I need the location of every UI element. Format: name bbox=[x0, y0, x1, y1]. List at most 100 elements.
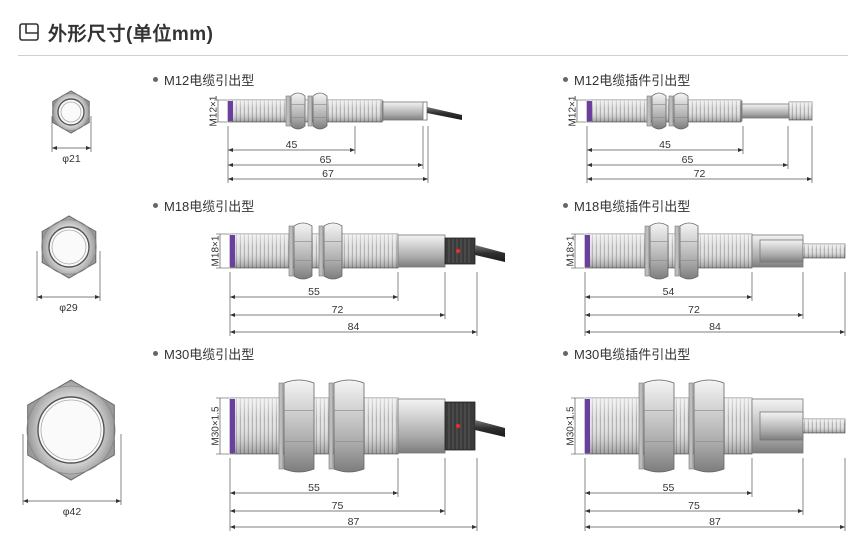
connector-thread-shade bbox=[803, 419, 845, 433]
metal-barrel bbox=[397, 398, 446, 454]
hex-nut-1 bbox=[333, 379, 365, 473]
washer-0 bbox=[278, 382, 284, 470]
length-label: 45 bbox=[659, 139, 671, 151]
length-label: 75 bbox=[688, 500, 700, 512]
hex-nut-0 bbox=[643, 379, 675, 473]
hex-nut-0 bbox=[283, 379, 315, 473]
arrow-left bbox=[230, 330, 235, 334]
arrow-right bbox=[747, 491, 752, 495]
arrow-left bbox=[230, 313, 235, 317]
nut-chamfer-circle bbox=[41, 219, 97, 275]
connector-thread-shade bbox=[789, 102, 812, 120]
section-label-m12-connector: M12电缆插件引出型 bbox=[563, 70, 690, 89]
section-label-m18-connector: M18电缆插件引出型 bbox=[563, 196, 690, 215]
arrow-right bbox=[393, 491, 398, 495]
hex-nut-1 bbox=[312, 92, 328, 130]
front-view-0: φ21 bbox=[51, 90, 92, 165]
arrow-right bbox=[95, 295, 100, 299]
thread-size-label: M12×1 bbox=[568, 95, 579, 126]
thread-shading bbox=[585, 234, 752, 268]
page-title: 外形尺寸(单位mm) bbox=[48, 23, 214, 45]
arrow-left bbox=[585, 491, 590, 495]
cable bbox=[475, 245, 505, 262]
cable-sleeve bbox=[382, 101, 428, 121]
cable bbox=[475, 420, 505, 437]
washer-0 bbox=[638, 382, 644, 470]
sensing-face bbox=[228, 101, 233, 121]
hex-nut-0 bbox=[649, 222, 669, 280]
length-label: 72 bbox=[694, 168, 706, 180]
length-label: 55 bbox=[308, 482, 320, 494]
arrow-left bbox=[585, 313, 590, 317]
arrow-left bbox=[230, 509, 235, 513]
arrow-right bbox=[798, 509, 803, 513]
section-label-m30-connector: M30电缆插件引出型 bbox=[563, 344, 690, 363]
thread-size-label: M30×1.5 bbox=[566, 406, 577, 446]
diameter-label: φ29 bbox=[59, 302, 78, 314]
arrow-left bbox=[228, 163, 233, 167]
front-view-1: φ29 bbox=[36, 215, 101, 314]
sensing-face bbox=[585, 399, 590, 453]
hex-nut-1 bbox=[679, 222, 699, 280]
length-label: 87 bbox=[709, 516, 721, 528]
washer-1 bbox=[328, 382, 334, 470]
indicator-led bbox=[455, 423, 461, 429]
indicator-led bbox=[455, 248, 461, 254]
sensing-face bbox=[230, 399, 235, 453]
arrow-right bbox=[418, 163, 423, 167]
side-view-5: M30×1.5 55 75 87 bbox=[566, 379, 846, 531]
arrow-left bbox=[228, 148, 233, 152]
cable bbox=[427, 107, 462, 120]
washer-0 bbox=[646, 95, 652, 127]
length-label: 84 bbox=[709, 321, 721, 333]
arrow-right bbox=[738, 148, 743, 152]
length-label: 65 bbox=[682, 154, 694, 166]
arrow-right bbox=[840, 330, 845, 334]
arrow-right bbox=[393, 295, 398, 299]
connector-thread-shade bbox=[803, 244, 845, 258]
length-label: 72 bbox=[332, 304, 344, 316]
washer-1 bbox=[307, 95, 313, 127]
metal-barrel bbox=[397, 234, 446, 268]
thread-size-label: M18×1 bbox=[566, 235, 577, 266]
sensing-face bbox=[230, 235, 235, 267]
front-view-2: φ42 bbox=[22, 379, 122, 518]
ruler-page-icon bbox=[19, 23, 39, 41]
arrow-left bbox=[230, 525, 235, 529]
arrow-left bbox=[585, 525, 590, 529]
arrow-right bbox=[798, 313, 803, 317]
section-label-m12-cable: M12电缆引出型 bbox=[153, 70, 254, 89]
arrow-left bbox=[587, 177, 592, 181]
sensing-face bbox=[585, 235, 590, 267]
thread-size-label: M12×1 bbox=[209, 95, 220, 126]
sleeve-ring bbox=[422, 101, 428, 121]
arrow-left bbox=[228, 177, 233, 181]
connector-neck bbox=[759, 411, 804, 441]
arrow-left bbox=[585, 509, 590, 513]
washer-1 bbox=[668, 95, 674, 127]
arrow-left bbox=[585, 330, 590, 334]
arrow-right bbox=[840, 525, 845, 529]
washer-1 bbox=[674, 225, 680, 277]
sensor-bore-circle bbox=[57, 98, 85, 126]
length-label: 55 bbox=[663, 482, 675, 494]
hex-nut-1 bbox=[673, 92, 689, 130]
connector-neck bbox=[759, 239, 804, 263]
arrow-right bbox=[440, 313, 445, 317]
arrow-left bbox=[230, 295, 235, 299]
length-label: 87 bbox=[348, 516, 360, 528]
sensing-face bbox=[587, 101, 592, 121]
connector-neck bbox=[741, 103, 790, 119]
length-label: 65 bbox=[320, 154, 332, 166]
hex-nut-1 bbox=[693, 379, 725, 473]
washer-0 bbox=[288, 225, 294, 277]
sensor-bore-circle bbox=[48, 226, 90, 268]
washer-1 bbox=[688, 382, 694, 470]
washer-0 bbox=[285, 95, 291, 127]
arrow-left bbox=[587, 163, 592, 167]
